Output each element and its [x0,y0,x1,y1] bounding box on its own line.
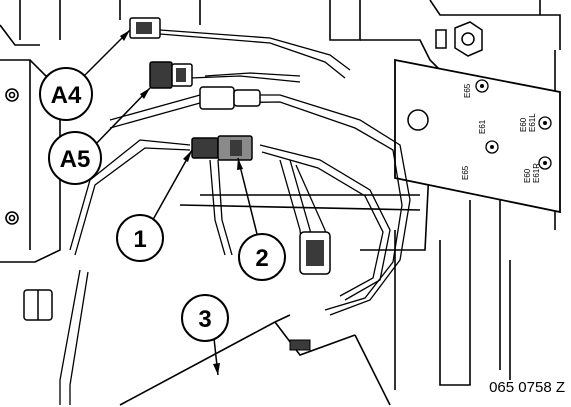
connector-white [199,86,261,110]
callout-a5: A5 [48,131,102,185]
plate-label-e65-bottom: E65 [461,165,470,180]
plate-label-e60-e61l: E60 E61L [519,113,537,132]
left-bracket [0,0,61,263]
bolt [435,21,483,57]
callout-1: 1 [116,214,164,262]
connector-a4 [129,17,161,39]
figure-reference: 065 0758 Z [489,379,565,396]
leader-arrowheads [120,30,243,375]
callout-2: 2 [238,233,286,281]
callout-3: 3 [181,294,229,342]
callout-1-label: 1 [133,226,146,253]
plate-label-e61: E61 [478,119,487,134]
plate-label-e60-e61r: E60 E61R [523,163,541,183]
callout-2-label: 2 [255,245,268,272]
callout-a4-label: A4 [51,82,82,109]
mounting-plate: E65 E60 E61L E61 E65 E60 E61R [394,58,561,214]
plate-label-e60-e61l-line1: E60 [519,117,528,132]
lower-panel [119,314,391,406]
cable-clip [23,289,53,321]
connector-3 [299,231,331,275]
plate-label-e60-e61r-line1: E60 [523,168,532,183]
plate-label-e65-top: E65 [463,83,472,98]
connector-1 [191,135,253,161]
wire-harness [59,29,411,405]
wire-ends [289,339,311,351]
plate-label-e60-e61l-line2: E61L [528,113,537,132]
connector-a5 [149,61,193,89]
vehicle-frame [59,0,561,390]
callout-a5-label: A5 [60,146,91,173]
callout-a4: A4 [39,67,93,121]
callout-3-label: 3 [198,306,211,333]
plate-label-e60-e61r-line2: E61R [532,163,541,183]
